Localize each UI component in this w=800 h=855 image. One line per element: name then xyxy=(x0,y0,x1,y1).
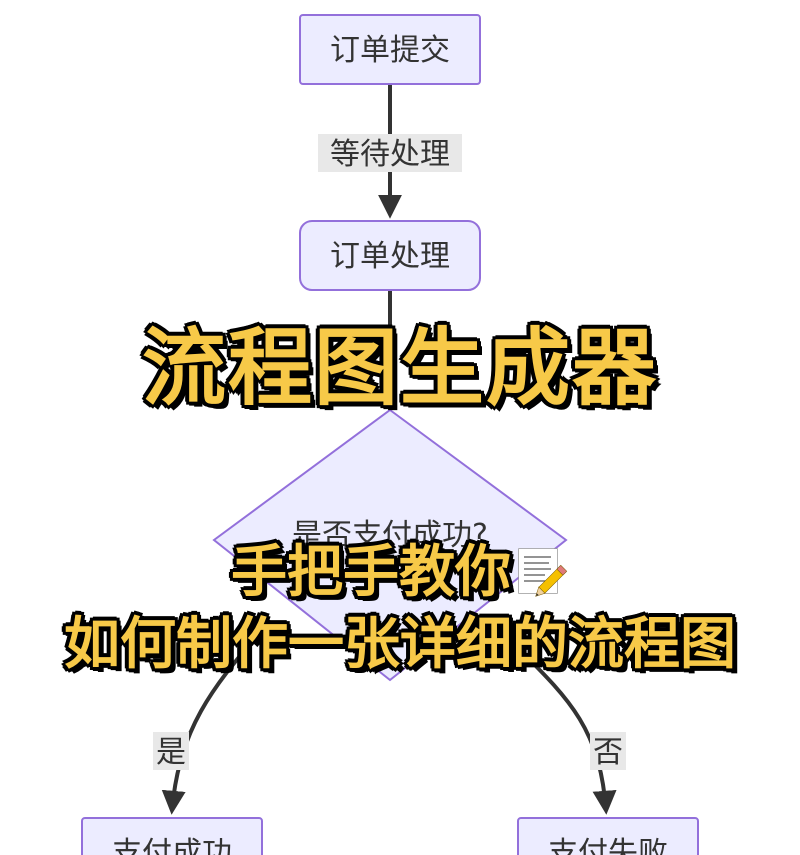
overlay-title: 流程图生成器 xyxy=(140,318,658,419)
node-decision: 是否支付成功? xyxy=(212,408,568,682)
edge-label-yes-text: 是 xyxy=(156,735,186,770)
edge-label-no-text: 否 xyxy=(593,735,623,770)
node-order-submit: 订单提交 xyxy=(299,14,481,85)
node-order-submit-label: 订单提交 xyxy=(330,33,450,68)
edge-label-no: 否 xyxy=(590,732,626,770)
overlay-subtitle-line2: 如何制作一张详细的流程图 xyxy=(63,611,738,679)
edge-label-wait-text: 等待处理 xyxy=(330,137,450,172)
edge-label-yes: 是 xyxy=(153,732,189,770)
overlay-subtitle-line1: 手把手教你 xyxy=(0,539,800,607)
memo-pencil-icon xyxy=(515,545,569,599)
overlay-subtitle-line1-text: 手把手教你 xyxy=(230,539,513,607)
edge-decision-to-fail xyxy=(518,648,617,815)
node-pay-success-label: 支付成功 xyxy=(112,836,232,855)
node-pay-fail-label: 支付失败 xyxy=(548,836,668,855)
node-pay-fail: 支付失败 xyxy=(517,817,699,855)
node-order-process: 订单处理 xyxy=(299,220,481,291)
node-order-process-label: 订单处理 xyxy=(330,239,450,274)
node-decision-label: 是否支付成功? xyxy=(292,518,488,553)
node-pay-success: 支付成功 xyxy=(81,817,263,855)
edge-decision-to-success xyxy=(161,618,272,815)
edge-label-wait: 等待处理 xyxy=(318,134,462,172)
